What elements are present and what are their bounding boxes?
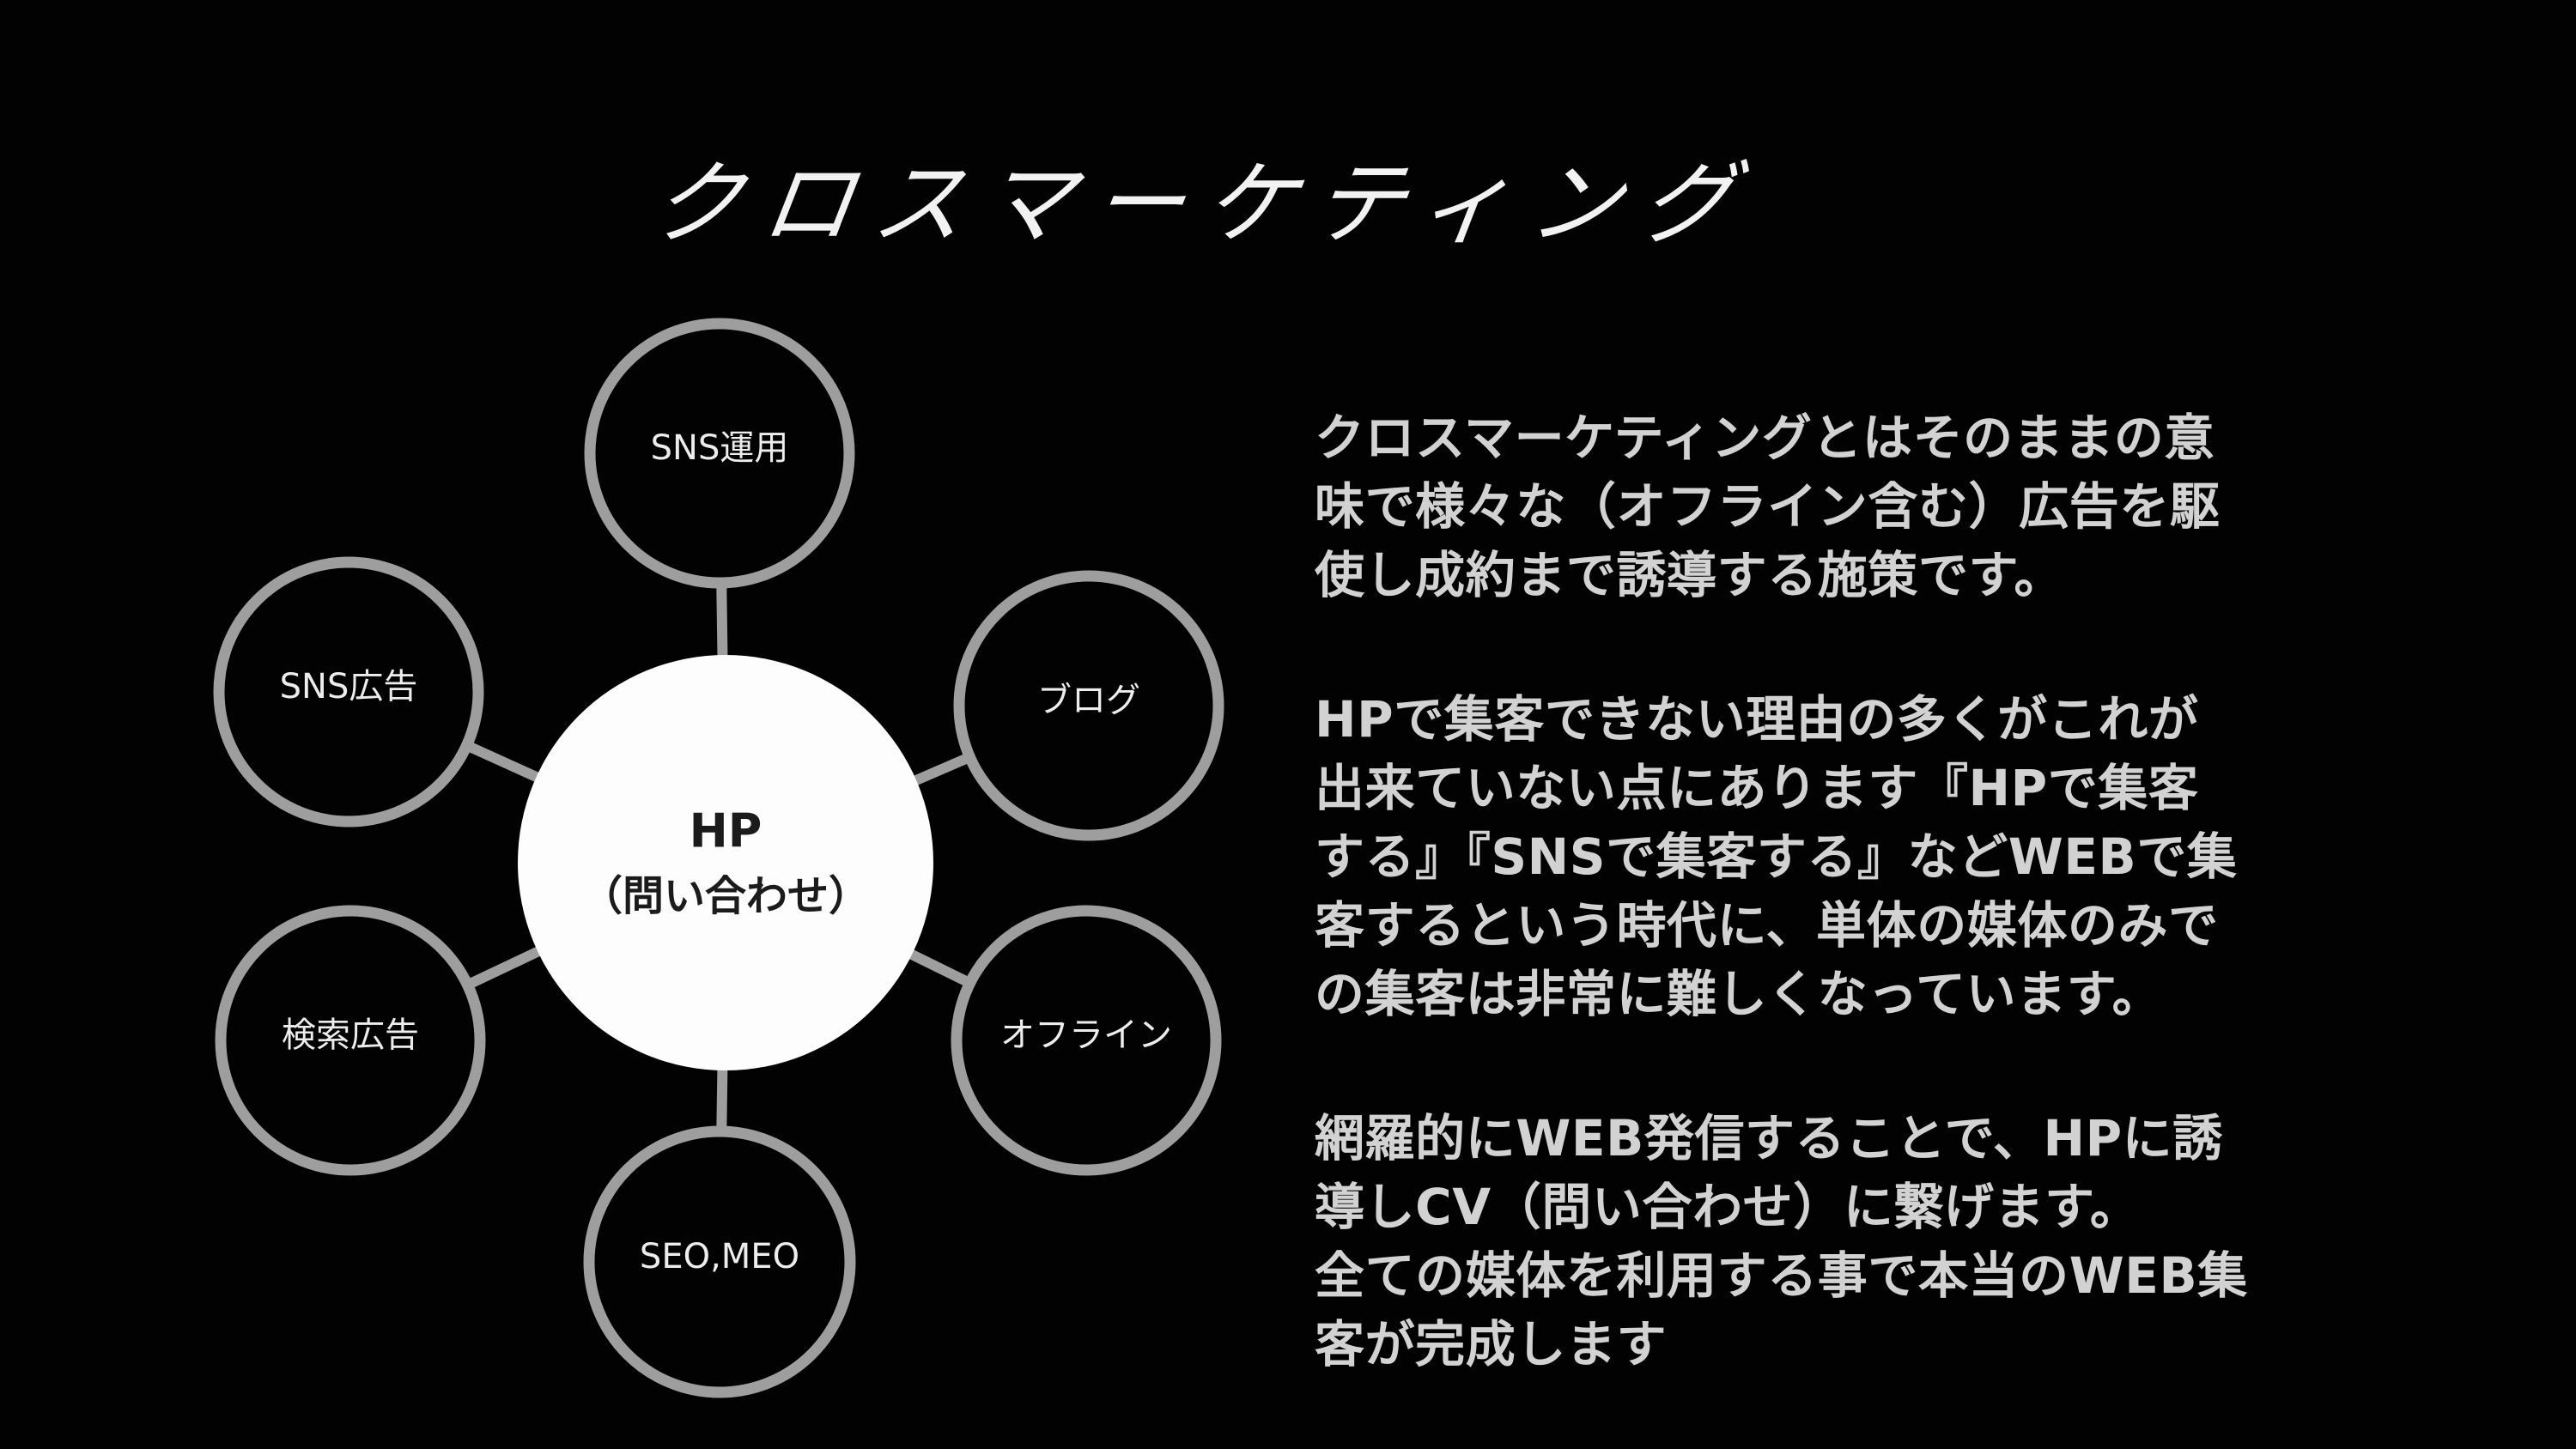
node-seo-meo: SEO,MEO	[583, 1125, 856, 1398]
cross-marketing-diagram: SNS運用 ブログ オフライン SEO,MEO 検索広告 SNS広告 HP （問…	[213, 318, 1224, 1398]
hub-label-line2: （問い合わせ）	[581, 872, 870, 920]
node-blog: ブログ	[953, 570, 1224, 841]
node-seo-meo-circle	[583, 1125, 856, 1398]
node-sns-ad-label: SNS広告	[280, 667, 418, 706]
node-kensaku-ad: 検索広告	[215, 905, 486, 1176]
hub-label-line1: HP	[690, 804, 762, 858]
node-offline-label: オフライン	[1000, 1016, 1172, 1055]
node-sns-unyou: SNS運用	[584, 318, 855, 589]
node-blog-label: ブログ	[1037, 681, 1140, 720]
description-paragraph-3: 網羅的にWEB発信することで、HPに誘 導しCV（問い合わせ）に繋げます。 全て…	[1315, 1109, 2248, 1373]
hub-hp: HP （問い合わせ）	[518, 655, 933, 1070]
description-paragraph-1: クロスマーケティングとはそのままの意 味で様々な（オフライン含む）広告を駆 使し…	[1315, 409, 2221, 604]
node-seo-meo-label: SEO,MEO	[640, 1237, 799, 1276]
node-kensaku-ad-circle	[215, 905, 486, 1176]
description-paragraph-2: HPで集客できない理由の多くがこれが 出来ていない点にあります『HPで集客 する…	[1315, 690, 2238, 1023]
node-offline: オフライン	[951, 905, 1222, 1176]
node-blog-circle	[953, 570, 1224, 841]
node-sns-ad: SNS広告	[213, 556, 484, 828]
node-kensaku-ad-label: 検索広告	[282, 1016, 419, 1055]
hub-circle	[518, 655, 933, 1070]
node-sns-unyou-circle	[584, 318, 855, 589]
node-sns-ad-circle	[213, 556, 484, 828]
node-sns-unyou-label: SNS運用	[651, 428, 789, 468]
node-offline-circle	[951, 905, 1222, 1176]
description-text-block: クロスマーケティングとはそのままの意 味で様々な（オフライン含む）広告を駆 使し…	[1315, 403, 2311, 1379]
